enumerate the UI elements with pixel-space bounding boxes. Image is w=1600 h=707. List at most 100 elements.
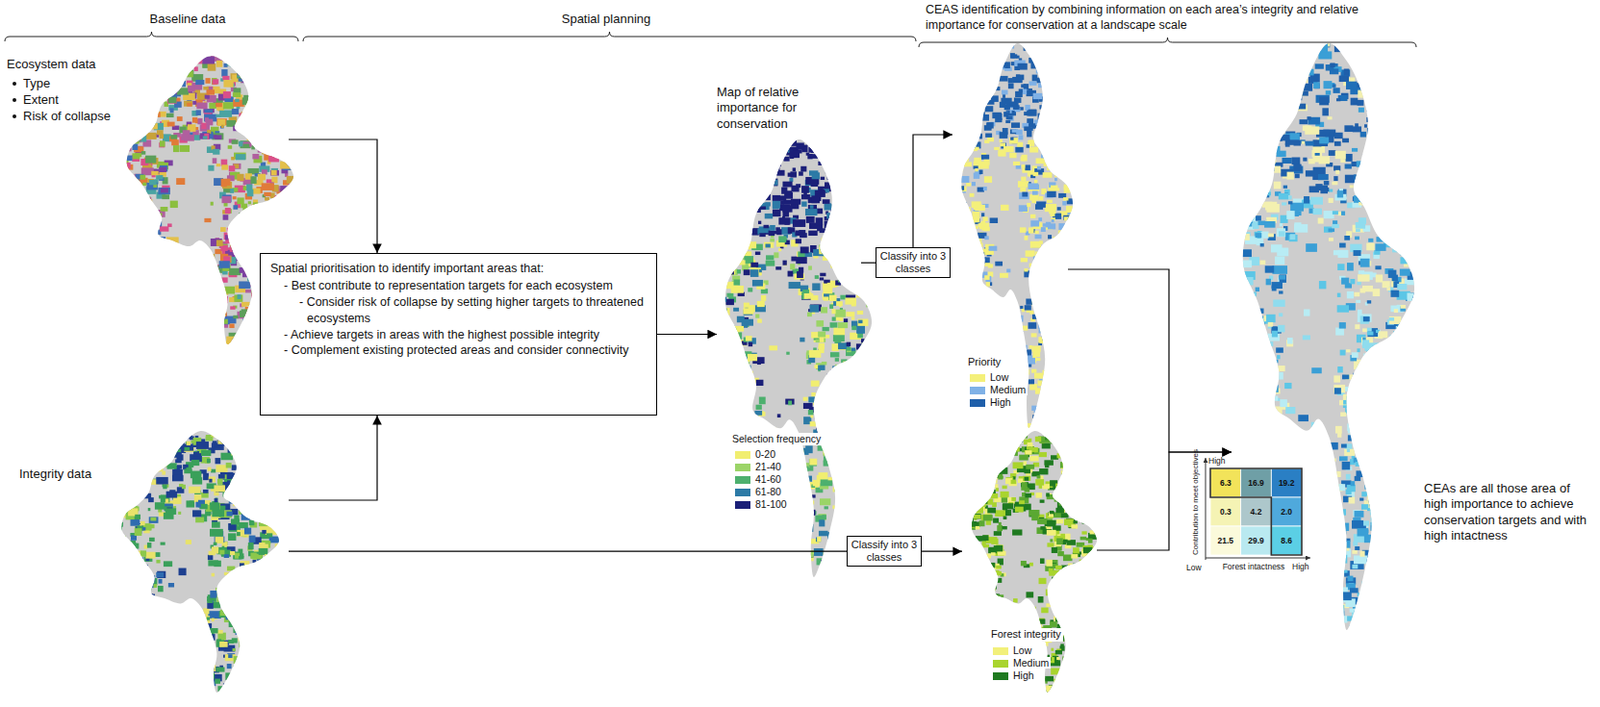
map-patch <box>248 250 253 254</box>
map-patch <box>201 275 208 282</box>
map-patch <box>146 84 157 92</box>
map-patch <box>162 484 167 489</box>
map-patch <box>231 589 240 595</box>
map-patch <box>195 632 201 638</box>
map-patch <box>158 260 164 266</box>
map-patch <box>268 638 275 645</box>
map-patch <box>243 302 250 306</box>
map-patch <box>142 182 147 186</box>
map-patch <box>223 492 229 498</box>
map-patch <box>240 255 247 263</box>
map-patch <box>136 574 145 580</box>
map-patch <box>239 267 246 274</box>
map-patch <box>159 433 168 440</box>
map-patch <box>146 99 153 104</box>
map-patch <box>236 311 248 319</box>
map-patch <box>189 293 195 299</box>
map-patch <box>123 60 130 67</box>
map-patch <box>279 242 292 250</box>
map-patch <box>152 462 161 469</box>
map-patch <box>225 234 233 240</box>
map-patch <box>169 663 175 667</box>
map-patch <box>261 230 267 235</box>
map-patch <box>151 685 156 689</box>
map-patch <box>122 127 129 135</box>
map-patch <box>267 458 272 463</box>
map-patch <box>261 107 268 114</box>
map-patch <box>116 632 122 636</box>
map-patch <box>236 197 244 204</box>
map-patch <box>146 104 154 112</box>
map-patch <box>236 532 241 536</box>
map-patch <box>134 514 141 520</box>
map-patch <box>244 659 252 666</box>
map-patch <box>213 484 226 492</box>
map-patch <box>241 118 250 124</box>
map-patch <box>253 617 257 622</box>
map-patch <box>201 337 211 344</box>
map-patch <box>136 56 143 61</box>
map-patch <box>219 641 228 648</box>
map-patch <box>207 559 219 566</box>
map-patch <box>125 318 132 324</box>
map-patch <box>280 127 288 132</box>
map-patch <box>209 102 217 109</box>
map-patch <box>231 464 241 471</box>
map-patch <box>156 432 164 439</box>
map-patch <box>189 303 196 308</box>
map-patch <box>166 687 178 694</box>
map-patch <box>216 296 229 304</box>
map-patch <box>233 684 245 690</box>
map-patch <box>228 639 234 644</box>
map-patch <box>281 82 290 88</box>
map-patch <box>266 577 274 585</box>
map-patch <box>221 196 231 204</box>
map-patch <box>136 481 143 488</box>
map-patch <box>227 586 232 592</box>
map-patch <box>279 221 286 228</box>
map-patch <box>125 304 131 308</box>
map-patch <box>138 84 145 89</box>
map-patch <box>146 100 156 107</box>
map-patch <box>240 590 251 598</box>
map-patch <box>128 140 133 145</box>
map-patch <box>236 683 243 687</box>
map-patch <box>253 242 259 248</box>
map-patch <box>218 474 226 480</box>
map-patch <box>267 464 280 472</box>
map-patch <box>140 679 146 685</box>
map-patch <box>163 68 168 73</box>
map-patch <box>177 618 182 624</box>
map-patch <box>159 432 167 440</box>
map-patch <box>221 164 229 170</box>
map-patch <box>118 238 126 243</box>
map-patch <box>261 622 274 630</box>
map-patch <box>134 666 139 670</box>
map-patch <box>207 305 217 312</box>
map-patch <box>175 688 180 693</box>
map-patch <box>139 175 146 180</box>
map-patch <box>244 266 251 274</box>
map-patch <box>256 635 268 643</box>
map-patch <box>124 660 132 664</box>
map-patch <box>192 117 198 124</box>
map-patch <box>166 86 177 94</box>
map-patch <box>193 452 199 458</box>
map-patch <box>249 211 259 219</box>
map-patch <box>136 291 141 297</box>
map-patch <box>144 304 153 310</box>
map-patch <box>261 58 271 65</box>
map-patch <box>241 117 248 124</box>
map-patch <box>266 434 273 442</box>
map-patch <box>128 591 138 598</box>
map-patch <box>259 504 266 508</box>
map-patch <box>240 590 247 595</box>
map-patch <box>126 283 137 290</box>
map-patch <box>278 228 285 234</box>
map-patch <box>223 79 233 88</box>
map-patch <box>204 672 215 679</box>
map-patch <box>114 435 125 442</box>
map-patch <box>250 230 261 238</box>
map-patch <box>264 576 269 580</box>
map-patch <box>124 329 130 332</box>
